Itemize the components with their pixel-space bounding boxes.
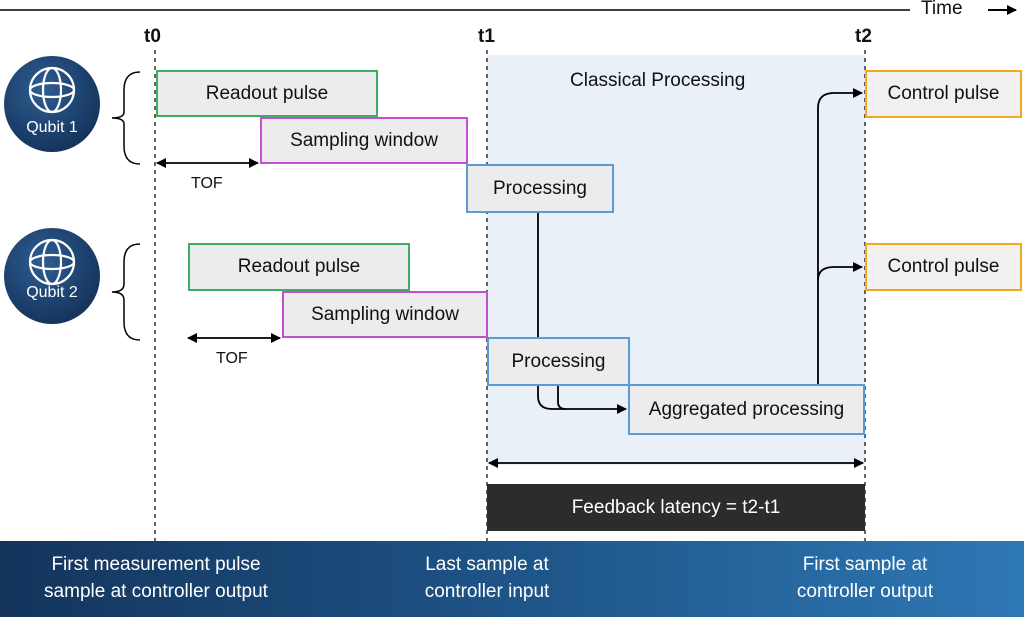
- q2-control-pulse: Control pulse: [865, 243, 1022, 291]
- t2-label: t2: [855, 26, 872, 47]
- q1-control-pulse: Control pulse: [865, 70, 1022, 118]
- q1-processing-to-aggregated: [537, 212, 627, 414]
- q2-processing-to-aggregated: [557, 386, 567, 410]
- footer-band: First measurement pulse sample at contro…: [0, 541, 1024, 617]
- aggregated-to-control2: [817, 262, 863, 281]
- qubit2-sphere: Qubit 2: [4, 228, 100, 324]
- footer-middle-line2: controller input: [424, 581, 550, 602]
- time-label: Time: [921, 0, 963, 19]
- footer-right-line1: First sample at: [802, 554, 928, 575]
- footer-middle-line1: Last sample at: [425, 554, 549, 575]
- q1-processing: Processing: [466, 164, 614, 213]
- t0-label: t0: [144, 26, 161, 47]
- footer-left-line1: First measurement pulse: [51, 554, 261, 575]
- feedback-latency-bar: Feedback latency = t2-t1: [487, 484, 865, 531]
- q2-readout-pulse: Readout pulse: [188, 243, 410, 291]
- aggregated-processing: Aggregated processing: [628, 384, 865, 435]
- q1-sampling-window: Sampling window: [260, 117, 468, 164]
- q1-tof-label: TOF: [191, 175, 223, 192]
- qubit1-brace: [111, 71, 141, 165]
- q2-sampling-window: Sampling window: [282, 291, 488, 338]
- qubit1-sphere: Qubit 1: [4, 56, 100, 152]
- t1-label: t1: [478, 26, 495, 47]
- qubit2-brace: [111, 243, 141, 341]
- footer-right-text: First sample at controller output: [770, 551, 960, 605]
- q2-processing: Processing: [487, 337, 630, 386]
- aggregated-to-control1: [817, 88, 863, 384]
- footer-left-line2: sample at controller output: [44, 581, 268, 602]
- bloch-sphere-icon: [28, 238, 76, 286]
- q1-readout-pulse: Readout pulse: [156, 70, 378, 117]
- qubit1-label: Qubit 1: [26, 119, 78, 136]
- qubit2-label: Qubit 2: [26, 284, 78, 301]
- footer-middle-text: Last sample at controller input: [382, 551, 592, 605]
- bloch-sphere-icon: [28, 66, 76, 114]
- q2-tof-label: TOF: [216, 350, 248, 367]
- footer-right-line2: controller output: [796, 581, 934, 602]
- classical-processing-title: Classical Processing: [570, 70, 746, 91]
- footer-left-text: First measurement pulse sample at contro…: [6, 551, 306, 605]
